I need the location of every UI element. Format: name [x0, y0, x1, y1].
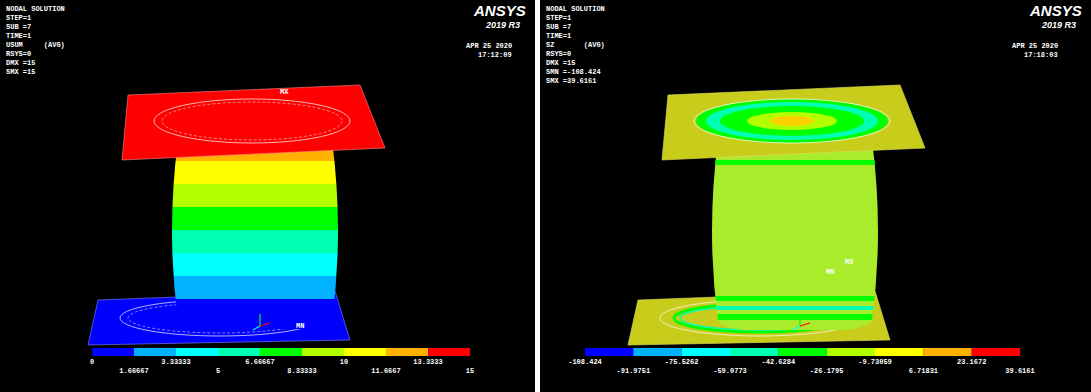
- header-line: TIME=1: [546, 32, 571, 40]
- displacement-model: [88, 85, 385, 345]
- extreme-marker: MX: [845, 258, 853, 266]
- color-bar-value: 13.3333: [413, 358, 442, 366]
- color-bar-value: -91.9751: [617, 367, 651, 375]
- color-bar-value: -75.5262: [665, 358, 699, 366]
- color-bar-value: 6.71831: [909, 367, 938, 375]
- header-line: STEP=1: [6, 14, 31, 22]
- extreme-marker: MN: [296, 322, 304, 330]
- color-bar: [585, 348, 1020, 356]
- color-bar-value: -108.424: [568, 358, 602, 366]
- header-line: STEP=1: [546, 14, 571, 22]
- panel-ground: [540, 0, 1091, 392]
- logo-version: 2019 R3: [1042, 20, 1076, 31]
- logo-text: ANSYS: [1030, 2, 1082, 20]
- extreme-marker: MN: [826, 268, 834, 276]
- header-line: USUM (AVG): [6, 41, 65, 49]
- header-line: SUB =7: [6, 23, 31, 31]
- color-bar-value: 1.66667: [119, 367, 148, 375]
- header-line: SMN =-108.424: [546, 68, 601, 76]
- header-line: DMX =15: [546, 59, 575, 67]
- extreme-marker: MX: [280, 88, 288, 96]
- header-line: SMX =39.6161: [546, 77, 596, 85]
- panel-ground: [0, 0, 535, 392]
- color-bar-value: 6.66667: [245, 358, 274, 366]
- color-bar-value: 23.1672: [957, 358, 986, 366]
- color-bar-value: 8.33333: [287, 367, 316, 375]
- color-bar-value: 10: [340, 358, 348, 366]
- date-stamp: APR 25 2020: [1012, 42, 1058, 50]
- date-stamp: APR 25 2020: [466, 42, 512, 50]
- color-bar-value: 3.33333: [161, 358, 190, 366]
- color-bar-value: 15: [466, 367, 474, 375]
- header-line: NODAL SOLUTION: [546, 5, 605, 13]
- header-line: SUB =7: [546, 23, 571, 31]
- header-line: RSYS=0: [6, 50, 31, 58]
- header-line: TIME=1: [6, 32, 31, 40]
- header-line: DMX =15: [6, 59, 35, 67]
- time-stamp: 17:18:03: [1024, 51, 1058, 59]
- header-line: SMX =15: [6, 68, 35, 76]
- color-bar-value: -42.6284: [762, 358, 796, 366]
- header-line: NODAL SOLUTION: [6, 5, 65, 13]
- header-line: RSYS=0: [546, 50, 571, 58]
- color-bar-value: -26.1795: [810, 367, 844, 375]
- color-bar-value: 11.6667: [371, 367, 400, 375]
- color-bar-value: 0: [90, 358, 94, 366]
- logo-text: ANSYS: [474, 2, 526, 20]
- color-bar-value: 39.6161: [1005, 367, 1034, 375]
- color-bar-value: -59.0773: [713, 367, 747, 375]
- stress-model: [628, 85, 925, 345]
- header-line: SZ (AVG): [546, 41, 605, 49]
- logo-version: 2019 R3: [486, 20, 520, 31]
- color-bar-value: 5: [216, 367, 220, 375]
- time-stamp: 17:12:09: [478, 51, 512, 59]
- color-bar-value: -9.73059: [858, 358, 892, 366]
- color-bar: [92, 348, 470, 356]
